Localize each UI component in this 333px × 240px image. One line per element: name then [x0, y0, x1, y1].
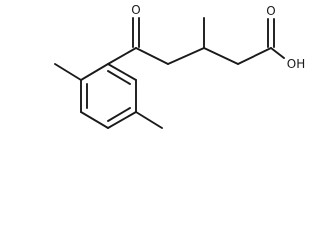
- ring-double-bond-inner-2: [107, 107, 131, 122]
- methyl-bond-lower-right: [135, 111, 163, 129]
- hydroxyl-label: OH: [287, 57, 305, 71]
- ring-bond-c4-c5: [80, 111, 109, 129]
- bond-ch2-to-carboxyl: [237, 47, 272, 65]
- bond-ch2-to-ch: [167, 47, 205, 65]
- bond-ketone-to-ch2: [135, 47, 169, 65]
- ring-bond-c1-c2: [107, 63, 137, 81]
- chemical-structure-diagram: O O OH: [54, 3, 305, 129]
- bond-carboxyl-to-hydroxyl: [270, 47, 285, 59]
- ketone-oxygen-label: O: [131, 3, 140, 17]
- ring-bond-c3-c4: [107, 111, 137, 129]
- bond-ch-to-ch2: [203, 47, 239, 65]
- benzene-ring: [80, 63, 137, 129]
- bond-ring-to-ketone-carbon: [107, 47, 137, 65]
- ring-bond-c6-c1: [80, 63, 109, 81]
- methyl-bond-upper-left: [54, 63, 82, 81]
- ring-double-bond-inner-1: [107, 70, 131, 85]
- acid-carbonyl-oxygen-label: O: [266, 4, 275, 18]
